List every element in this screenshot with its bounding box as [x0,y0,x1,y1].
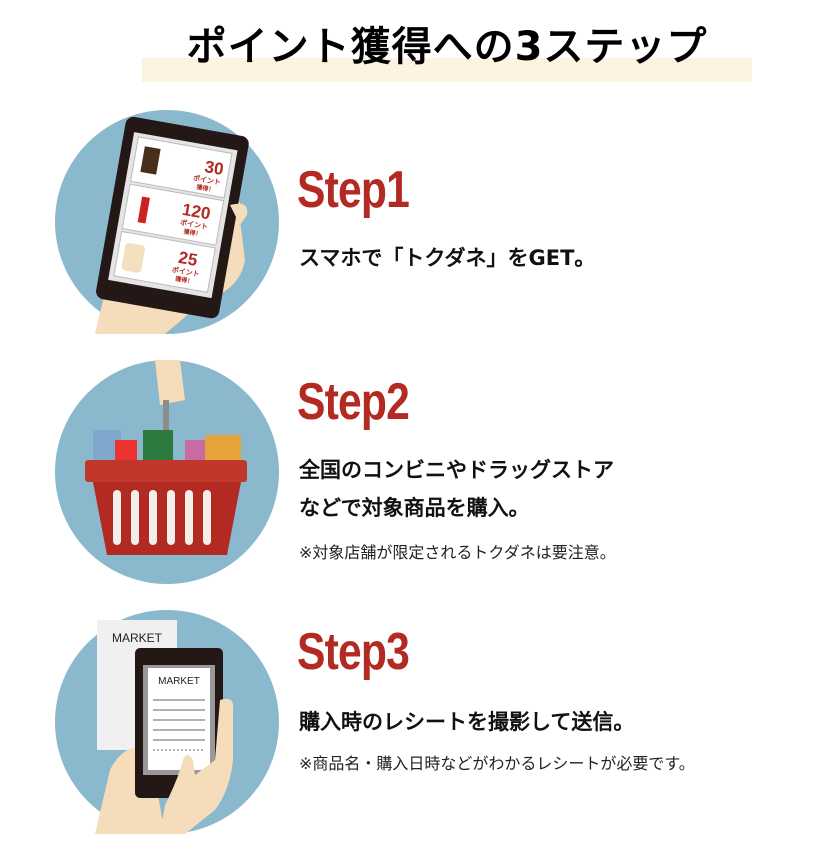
coupon-points: 25 [177,248,199,270]
step3-note: ※商品名・購入日時などがわかるレシートが必要です。 [299,754,695,773]
coupon-points: 120 [181,200,212,224]
step3-label: Step3 [297,623,410,681]
coupon-caption: 獲得！ [196,183,215,194]
page-title: ポイント獲得への3ステップ [186,24,708,70]
step1-label: Step1 [297,161,410,219]
coupon-caption: 獲得！ [183,227,202,238]
step2-label: Step2 [297,373,410,431]
receipt-title: MARKET [112,631,163,645]
step2-text-line2: などで対象商品を購入。 [299,496,530,520]
step2-text-line1: 全国のコンビニやドラッグストア [299,458,614,482]
section-title: ポイント獲得への3ステップ [142,14,752,82]
step1-text: スマホで「トクダネ」をGET。 [299,246,596,270]
receipt-photo-icon: MARKET MARKET [55,610,279,834]
step3-text: 購入時のレシートを撮影して送信。 [299,710,635,734]
shopping-basket-icon [55,360,279,584]
title-highlight [142,58,752,82]
phone-coupons-icon: 30 120 25 ポイント ポイント ポイント 獲得！ 獲得！ 獲得！ [55,110,279,334]
coupon-points: 30 [203,157,225,179]
coupon-caption: 獲得！ [175,275,194,286]
step2-note: ※対象店舗が限定されるトクダネは要注意。 [299,543,616,562]
receipt-title: MARKET [158,676,200,687]
